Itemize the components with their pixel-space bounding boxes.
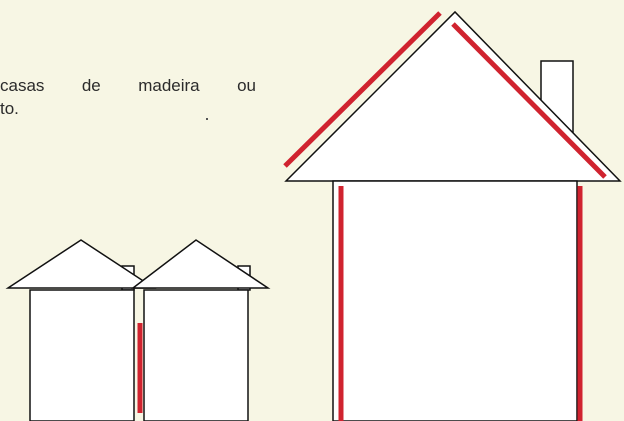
highlight-left-roof (283, 11, 442, 168)
large-house (283, 10, 622, 421)
body-text: casas de madeira ou to. (0, 74, 256, 120)
small-house-right (130, 239, 271, 421)
wall (143, 289, 249, 421)
wall (29, 289, 135, 421)
small-house-left (5, 239, 157, 421)
stray-dot (206, 118, 208, 120)
roof (5, 239, 157, 289)
roof (130, 239, 271, 289)
highlight-right-roof (451, 22, 607, 179)
body-text-line-2: to. (0, 99, 19, 118)
body-text-line-1: casas de madeira ou (0, 76, 256, 95)
wall (332, 180, 578, 421)
